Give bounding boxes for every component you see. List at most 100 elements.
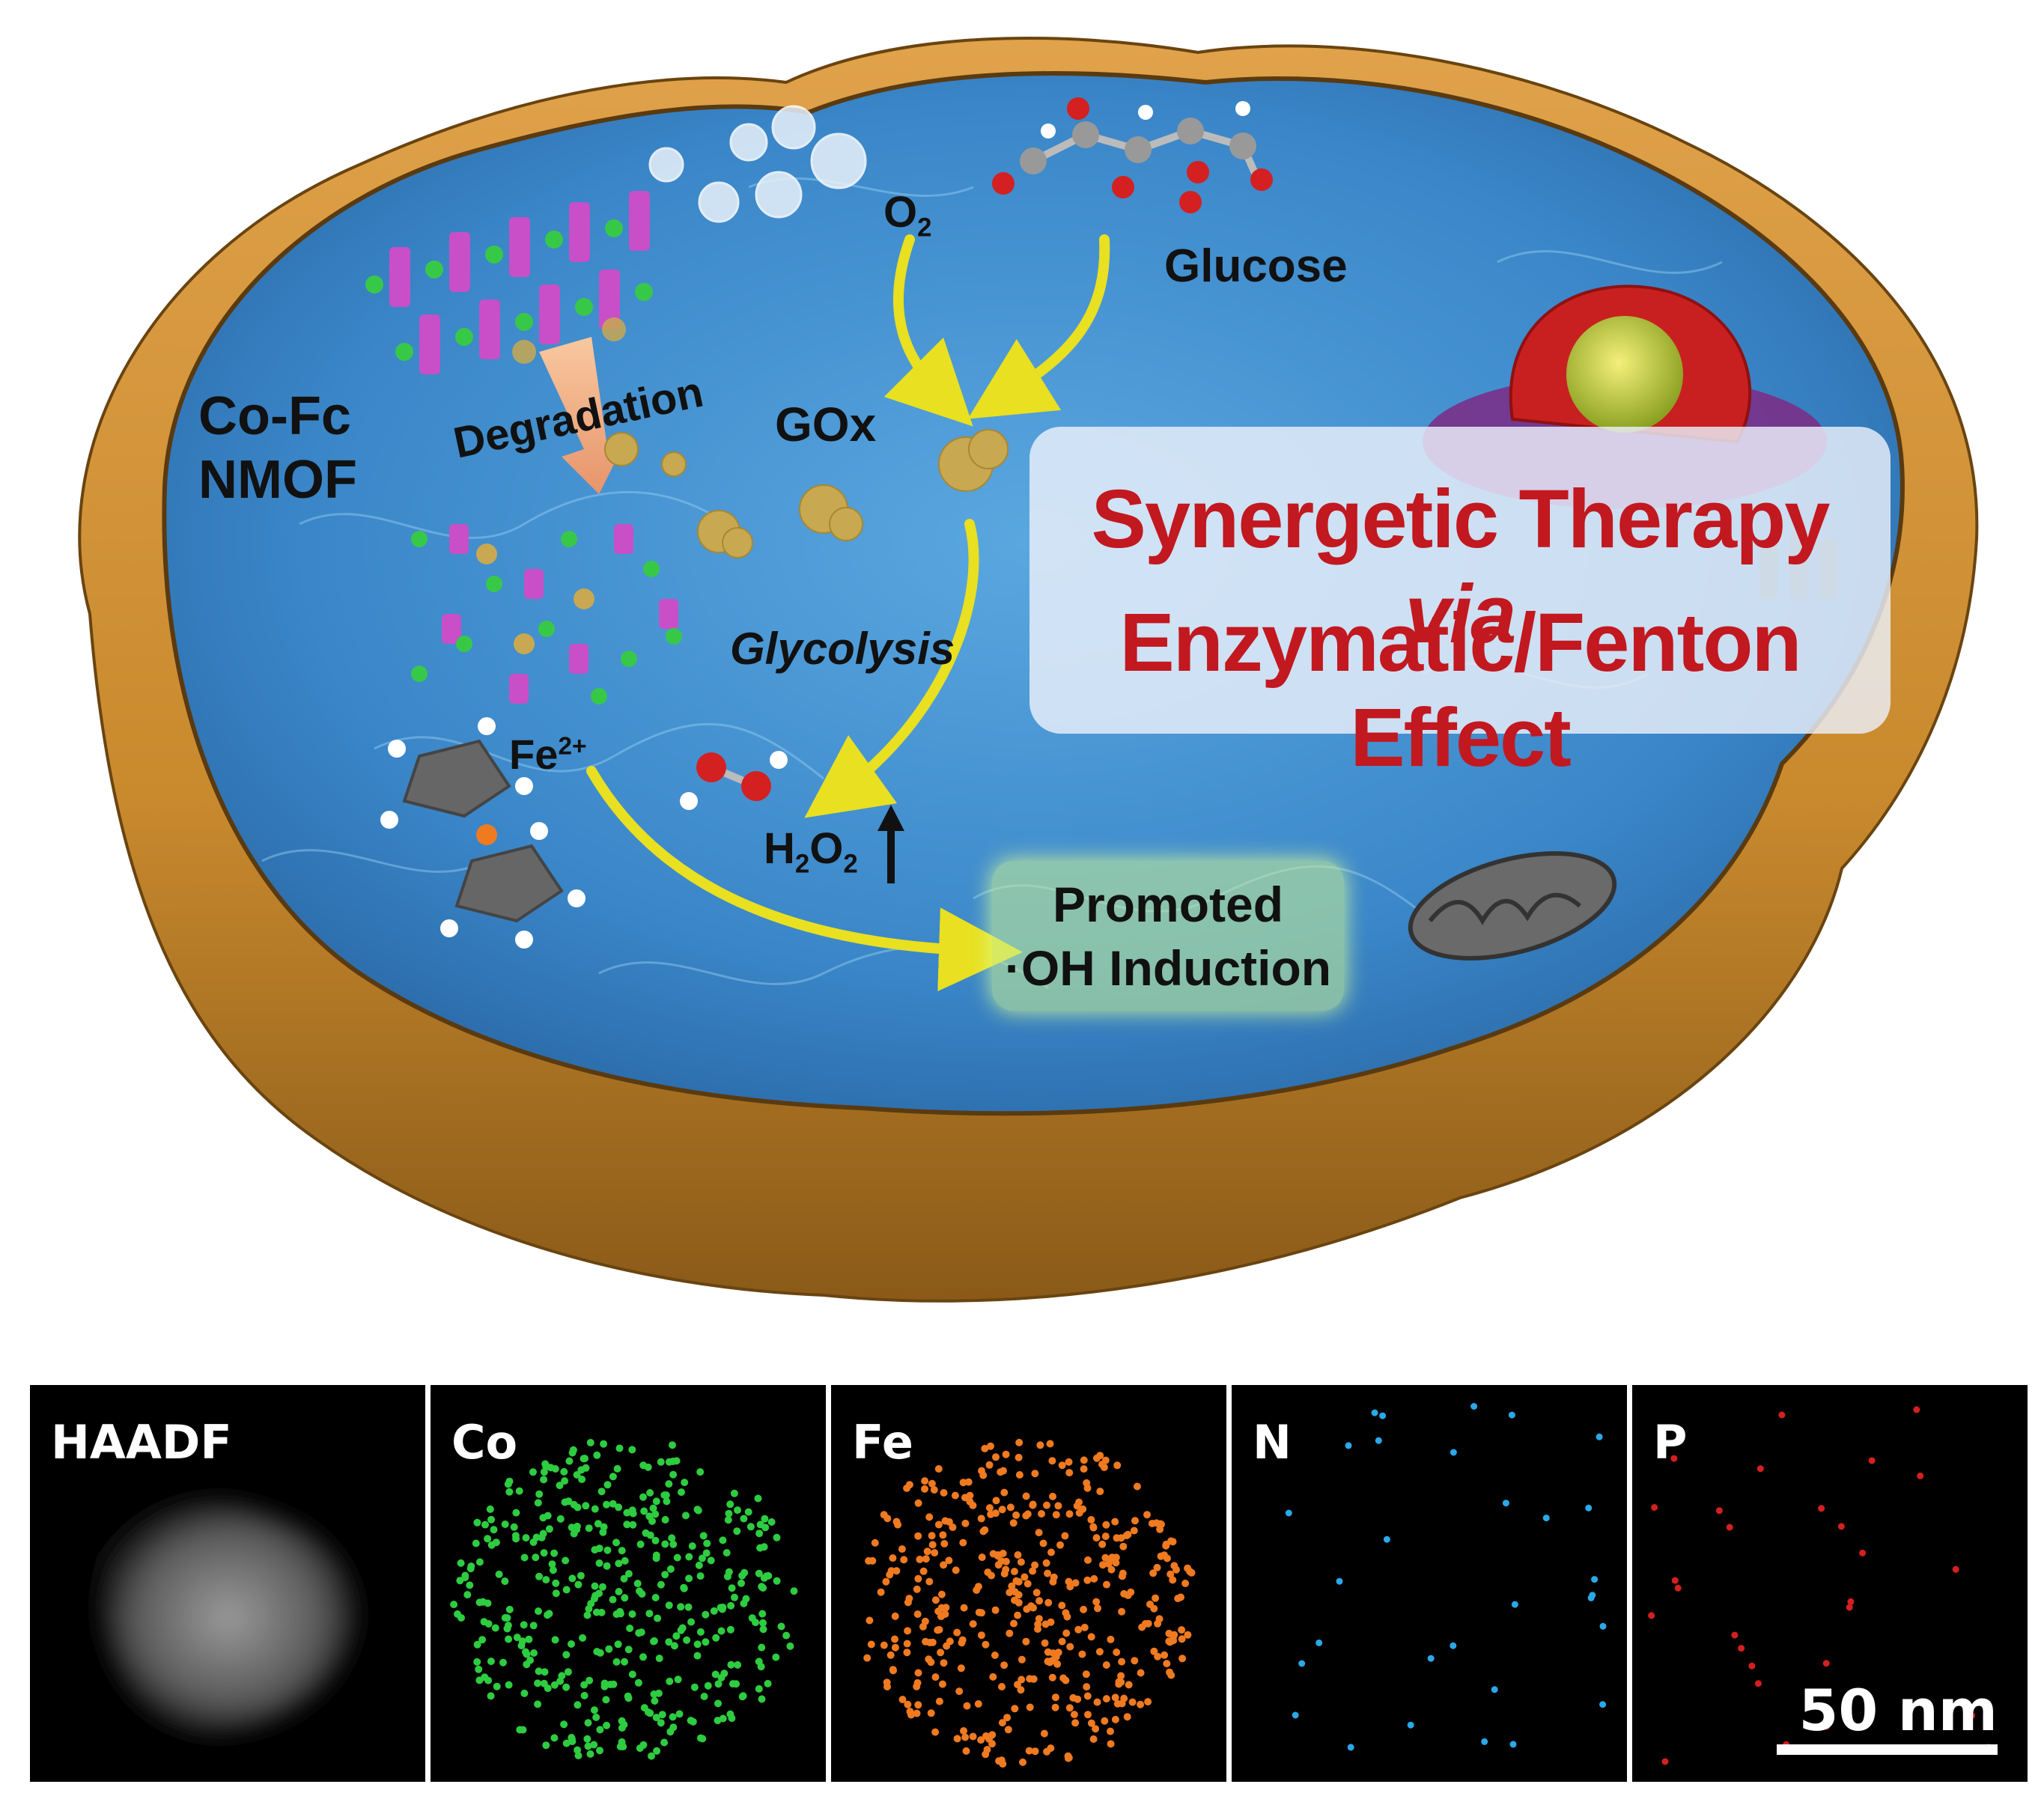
element-dot [969,1732,977,1741]
element-dot [519,1726,527,1734]
element-dot [1738,1645,1745,1652]
element-dot [717,1627,726,1635]
element-dot [1048,1457,1056,1465]
element-dot [534,1499,542,1507]
element-dot [629,1509,637,1518]
element-dot [1000,1661,1009,1669]
element-dot [487,1692,495,1700]
element-dot [510,1523,518,1531]
element-dot [651,1594,660,1601]
element-dot [505,1605,514,1613]
element-dot [1671,1577,1679,1584]
element-dot [616,1743,624,1750]
element-dot [467,1562,475,1571]
element-dot [1315,1639,1323,1646]
element-dot [549,1566,557,1574]
element-dot [1847,1598,1855,1605]
element-dot [1099,1561,1107,1569]
element-dot [1062,1676,1070,1684]
element-dot [962,1747,970,1755]
element-dot [1859,1549,1867,1556]
element-dot [790,1587,798,1595]
element-dot [725,1568,733,1576]
element-dot [532,1533,541,1541]
element-dot [740,1515,748,1523]
element-dot [598,1583,606,1591]
element-dot [562,1651,571,1659]
ferrocene-molecule-icon [380,717,585,949]
element-dot [1080,1605,1088,1613]
element-dot [734,1661,742,1669]
therapy-title-line1: Synergetic Therapy via [1091,473,1831,660]
element-dot [711,1670,720,1678]
element-dot [463,1591,472,1599]
element-dot [1084,1556,1092,1564]
element-dot [1542,1515,1550,1522]
element-dot [1167,1537,1175,1545]
element-dot [615,1559,623,1568]
element-dot [677,1626,685,1634]
element-dot [931,1673,940,1681]
element-dot [541,1668,549,1676]
element-dot [1143,1511,1151,1519]
element-dot [609,1595,617,1604]
element-dot [961,1519,970,1527]
element-dot [1046,1440,1054,1448]
element-dot [665,1638,673,1646]
element-dot [1137,1700,1145,1708]
reaction-arrows [586,234,1110,992]
hydrogen-peroxide-label: H2O2 [764,824,858,879]
element-dot [914,1669,922,1677]
element-dot [689,1717,697,1726]
element-dot [615,1444,624,1452]
element-dot [903,1640,911,1648]
element-dot [1080,1623,1089,1631]
element-dot [767,1518,776,1526]
element-dot [650,1690,658,1698]
element-dot [1070,1711,1078,1719]
element-dot [490,1526,498,1534]
element-dot [1184,1564,1192,1572]
element-dot [889,1666,897,1674]
element-dot [565,1457,574,1465]
element-dot [871,1538,879,1547]
element-dot [761,1515,769,1523]
element-dot [758,1695,766,1703]
element-dot [1006,1589,1014,1597]
element-dot [1082,1670,1090,1678]
element-dot [660,1738,669,1747]
oxygen-label: O2 [883,188,932,243]
element-dot [1092,1534,1101,1542]
element-dot [880,1641,888,1649]
element-dot [484,1535,492,1543]
element-dot [1162,1541,1170,1550]
element-dot [1137,1669,1145,1677]
element-dot [1021,1573,1029,1581]
element-dot [466,1581,474,1589]
element-dot [545,1525,553,1533]
element-dot [520,1553,529,1562]
element-dot [562,1586,571,1594]
element-dot [579,1634,587,1642]
element-dot [1165,1637,1173,1646]
element-dot [661,1540,669,1548]
element-dot [1102,1521,1110,1529]
element-dot [609,1680,618,1688]
element-dot [657,1719,665,1727]
element-dot [662,1491,670,1500]
fe-label: Fe [852,1415,913,1470]
element-dot [931,1596,940,1604]
element-dot [702,1610,710,1619]
element-dot [1123,1713,1131,1721]
element-dot [1115,1680,1123,1688]
element-dot [669,1441,676,1449]
element-dot [504,1480,512,1488]
element-dot [1952,1565,1959,1573]
element-dot [569,1446,577,1454]
element-dot [1011,1596,1018,1604]
element-dot [652,1497,660,1506]
element-dot [987,1510,995,1518]
element-dot [1118,1607,1126,1616]
element-dot [1071,1719,1080,1727]
element-dot [473,1658,481,1666]
